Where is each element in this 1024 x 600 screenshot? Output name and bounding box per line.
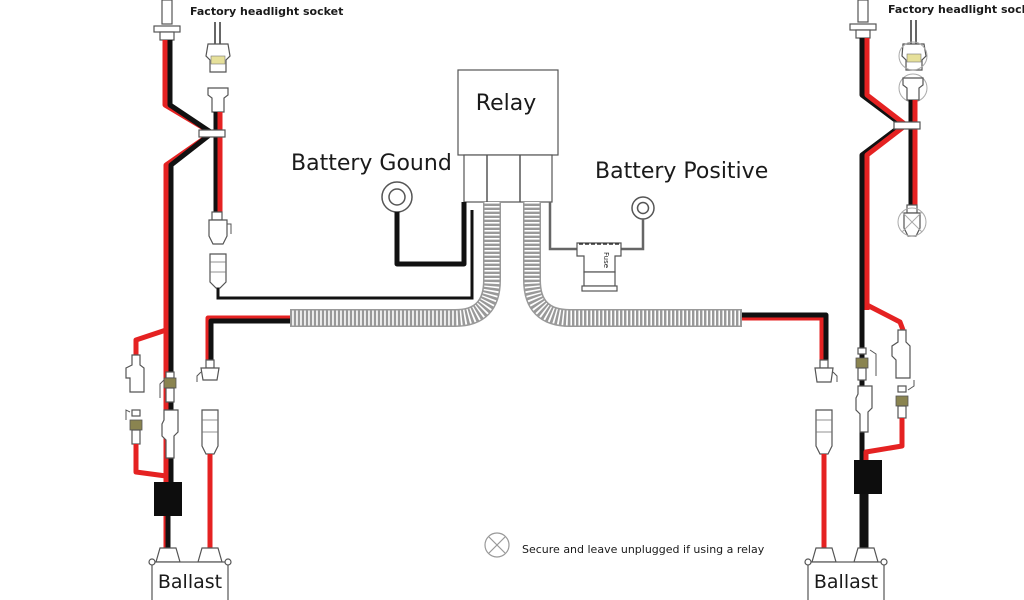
relay-plug-left-upper xyxy=(208,211,232,245)
factory-socket-left xyxy=(205,22,231,73)
fuse-label: Fuse xyxy=(602,252,610,268)
fuse: Fuse xyxy=(576,242,622,292)
factory-socket-right-label: Factory headlight socket xyxy=(888,3,1024,16)
battery-ground: Battery Gound xyxy=(291,151,467,267)
relay-output-plug-left-upper xyxy=(196,359,220,382)
wire-right-branch-red-bottom xyxy=(863,418,905,460)
adapter-plug-left xyxy=(207,87,229,113)
crossed-circle-icon xyxy=(484,532,510,558)
legend-note-text: Secure and leave unplugged if using a re… xyxy=(522,543,765,556)
wire-bulb-left-black xyxy=(167,40,214,136)
connector-left-b xyxy=(159,371,177,403)
left-harness: Ballast Factory headlight socket xyxy=(125,0,474,600)
connector-right-a xyxy=(855,347,877,381)
relay-output-plug-left-lower xyxy=(201,409,219,455)
wire-positive xyxy=(620,219,645,251)
unplugged-plug-right xyxy=(897,204,927,237)
wire-right-branch-red-top xyxy=(865,302,906,331)
conduit-right xyxy=(523,202,742,327)
hid-bulb-left xyxy=(153,0,181,41)
legend-note: Secure and leave unplugged if using a re… xyxy=(484,532,765,558)
connector-right-d xyxy=(895,380,915,419)
adapter-plug-right xyxy=(898,73,928,103)
ballast-right: Ballast xyxy=(804,547,888,600)
relay-label: Relay xyxy=(476,91,536,116)
filter-block-left xyxy=(154,482,182,516)
wire-clamp-right xyxy=(893,121,921,130)
wire-left-output-red xyxy=(205,315,290,360)
battery-ground-label: Battery Gound xyxy=(291,151,452,176)
connector-right-c xyxy=(855,385,873,433)
filter-block-right xyxy=(854,460,882,494)
connector-right-b xyxy=(891,329,911,379)
wire-left-signal xyxy=(216,210,474,300)
relay-plug-left-lower xyxy=(209,253,227,289)
ballast-right-label: Ballast xyxy=(814,571,878,593)
relay: Relay xyxy=(457,69,559,203)
relay-box xyxy=(457,69,559,156)
connector-left-c xyxy=(125,409,143,445)
conduit-left xyxy=(290,202,501,327)
ballast-left-label: Ballast xyxy=(158,571,222,593)
relay-output-plug-right-upper xyxy=(814,359,838,383)
wire-left-branch-red-top xyxy=(133,327,167,355)
right-harness: Ballast Factory headlight socket xyxy=(742,0,1024,600)
ballast-left: Ballast xyxy=(148,547,232,600)
wire-right-output-red xyxy=(742,315,825,360)
battery-positive: Battery Positive Fuse xyxy=(548,159,768,292)
battery-positive-label: Battery Positive xyxy=(595,159,768,184)
connector-left-d xyxy=(161,409,179,459)
wire-left-branch-red-bottom xyxy=(133,444,167,479)
hid-bulb-right xyxy=(849,0,877,39)
factory-socket-left-label: Factory headlight socket xyxy=(190,5,343,18)
wire-ground xyxy=(394,202,467,267)
wire-clamp-left xyxy=(198,129,226,138)
connector-left-a xyxy=(125,354,145,393)
relay-output-plug-right-lower xyxy=(815,409,833,455)
factory-socket-right xyxy=(898,20,928,71)
wire-right-main-red xyxy=(864,123,908,310)
